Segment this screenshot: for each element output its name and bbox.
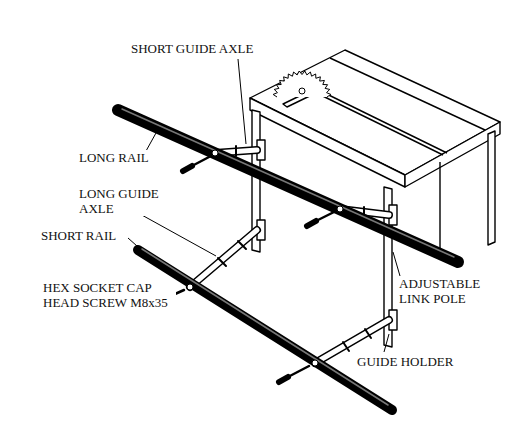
- part-label: HEX SOCKET CAP HEAD SCREW M8x35: [42, 280, 176, 310]
- part-label: ADJUSTABLE LINK POLE: [398, 276, 500, 306]
- rail-hole: [212, 150, 218, 156]
- table-top: [250, 50, 500, 175]
- part-label: SHORT RAIL: [40, 228, 117, 243]
- table-side-edge: [405, 122, 500, 187]
- cap-screw: [307, 212, 334, 226]
- short-rail: [138, 249, 392, 410]
- table-leg: [439, 162, 440, 255]
- rail-hole: [312, 360, 318, 366]
- part-label: LONG GUIDE AXLE: [78, 186, 172, 216]
- cap-screw: [183, 157, 209, 171]
- leader-line: [140, 214, 216, 256]
- leader-line: [393, 252, 400, 276]
- part-label: SHORT GUIDE AXLE: [130, 41, 254, 56]
- saw-arbor: [299, 88, 305, 94]
- rail-hole: [187, 284, 193, 290]
- cap-screw: [279, 366, 309, 382]
- saw-blade-teeth: [273, 71, 331, 97]
- miter-slot: [330, 58, 485, 130]
- saw-blade: [273, 71, 331, 97]
- leader-line: [146, 133, 156, 151]
- part-label: GUIDE HOLDER: [356, 354, 454, 369]
- leader-line: [384, 334, 389, 352]
- guide-axle: [190, 230, 257, 287]
- part-label: LONG RAIL: [78, 150, 150, 165]
- leader-line: [128, 238, 137, 246]
- rail-hole: [337, 206, 343, 212]
- table-leg: [488, 131, 495, 245]
- leader-line: [238, 59, 246, 144]
